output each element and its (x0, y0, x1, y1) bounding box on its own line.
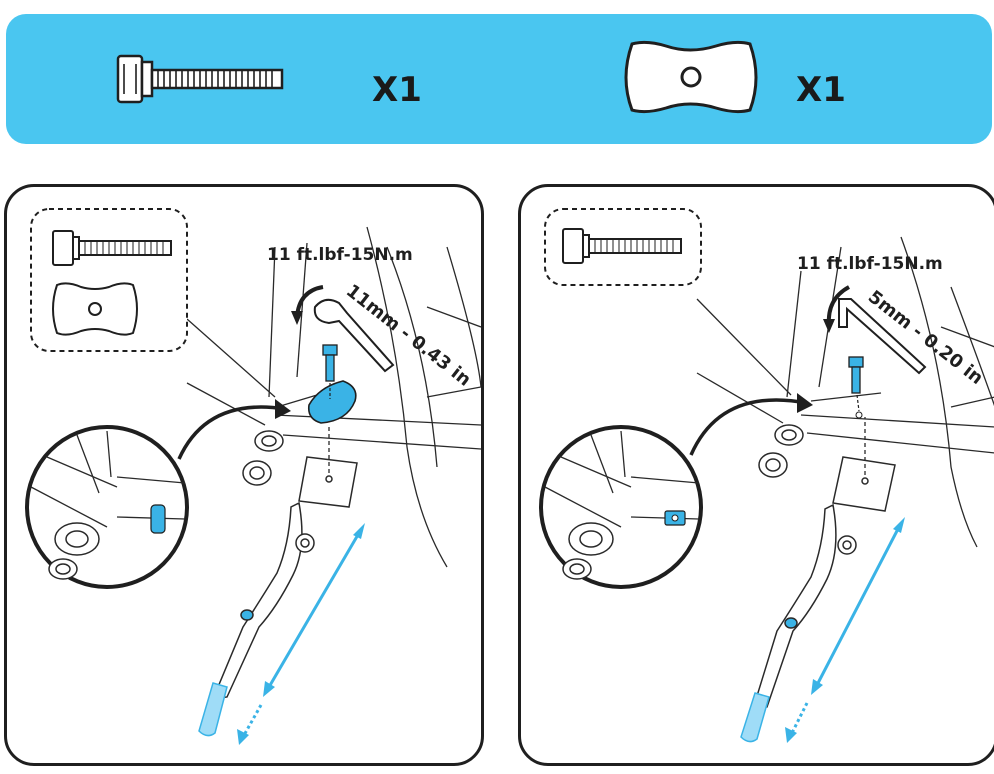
hex-key-icon (838, 298, 927, 375)
step-panel-right: 11 ft.lbf-15N.m 5mm - 0.20 in (518, 184, 994, 766)
step-panel-left: 11 ft.lbf-15N.m 11mm - 0.43 in (4, 184, 484, 766)
bolt-icon-small (562, 228, 682, 264)
bolt-icon-small (52, 230, 172, 266)
torque-spec: 11 ft.lbf-15N.m (797, 254, 943, 274)
bolt-highlight (322, 344, 338, 382)
axle-knobs (758, 424, 804, 478)
zoom-arrow (689, 398, 808, 456)
bike-frame-lines (186, 226, 481, 568)
bolt-threads-small (84, 241, 164, 255)
torque-spec: 11 ft.lbf-15N.m (267, 245, 413, 265)
kickstand-plate (298, 456, 358, 508)
wrench-icon (313, 298, 395, 373)
zoom-detail (539, 425, 703, 589)
bolt-threads-small (594, 239, 674, 253)
nut-plate-quantity: X1 (796, 70, 846, 110)
nut-plate-highlight (307, 380, 357, 424)
right-illustration: 11 ft.lbf-15N.m 5mm - 0.20 in (539, 208, 994, 743)
kickstand-leg (198, 501, 315, 737)
axle-knobs (242, 430, 284, 486)
kickstand-plate (832, 456, 896, 512)
parts-bar: X1 X1 (6, 14, 992, 144)
left-illustration: 11 ft.lbf-15N.m 11mm - 0.43 in (25, 208, 481, 745)
parts-box (544, 208, 702, 286)
bolt-quantity: X1 (372, 70, 422, 110)
zoom-arrow (177, 405, 286, 460)
height-adjust-arrow (785, 517, 905, 743)
height-adjust-arrow (237, 523, 365, 745)
bolt-icon (116, 54, 284, 104)
parts-icons (116, 40, 758, 114)
kickstand-leg (740, 503, 857, 743)
bolt-highlight (848, 356, 864, 394)
nut-plate-icon-small (52, 282, 138, 336)
nut-plate-icon (624, 40, 758, 114)
zoom-detail (25, 425, 189, 589)
parts-box (30, 208, 188, 352)
